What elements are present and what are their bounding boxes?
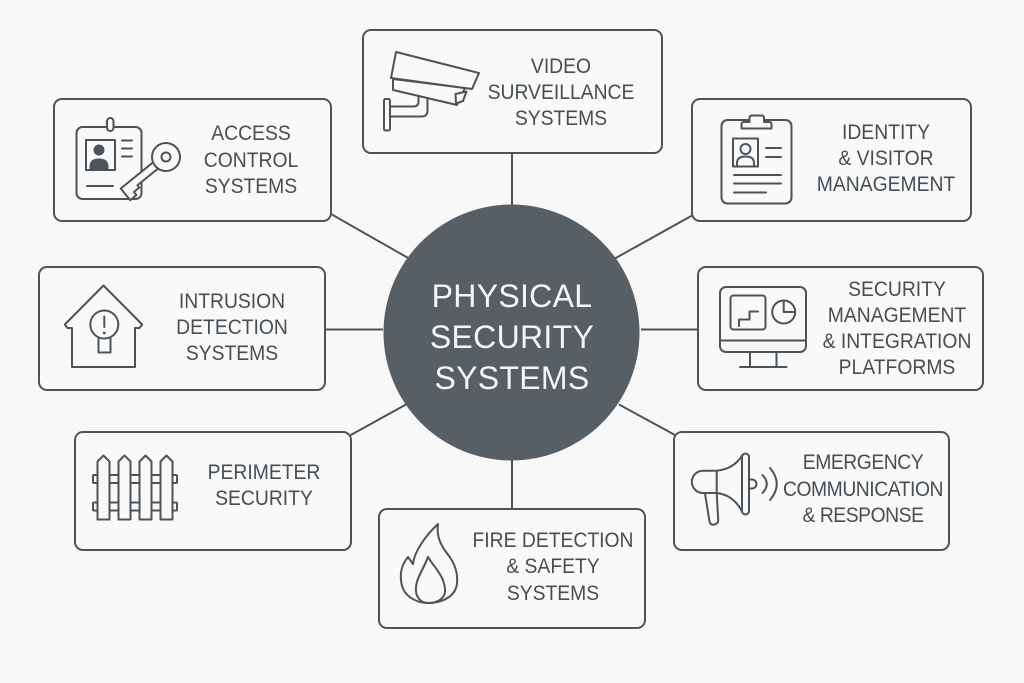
fence-rail-top — [92, 474, 178, 484]
node-perimeter-security: PERIMETER SECURITY — [74, 431, 352, 551]
node-label: IDENTITY & VISITOR MANAGEMENT — [799, 120, 974, 199]
node-video-surveillance: VIDEO SURVEILLANCE SYSTEMS — [362, 29, 663, 154]
node-label-line: COMMUNICATION — [782, 477, 944, 501]
key-blade — [119, 157, 164, 202]
id-photo-frame — [732, 137, 759, 168]
node-label-line: ACCESS — [211, 122, 291, 146]
node-label-line: SECURITY — [215, 487, 313, 511]
step-chart-line — [738, 310, 759, 327]
node-label-line: MANAGEMENT — [816, 173, 956, 197]
fence-rail-bottom — [92, 501, 178, 512]
camera-housing — [390, 51, 480, 90]
node-label: INTRUSION DETECTION SYSTEMS — [145, 289, 320, 368]
node-label: EMERGENCY COMMUNICATION & RESPONSE — [776, 450, 951, 529]
node-label: SECURITY MANAGEMENT & INTEGRATION PLATFO… — [810, 277, 985, 382]
id-text-lines — [733, 147, 782, 194]
badge-photo-shoulders — [89, 158, 109, 170]
house-alarm-icon — [63, 284, 144, 368]
node-security-management-integration: SECURITY MANAGEMENT & INTEGRATION PLATFO… — [697, 266, 984, 391]
camera-wall-plate — [383, 98, 391, 132]
fence-picket — [96, 454, 111, 521]
connector-identity-visitor-management — [613, 214, 694, 260]
id-photo-head — [739, 143, 752, 155]
fence-picket — [117, 454, 132, 521]
node-label-line: SYSTEMS — [185, 342, 279, 366]
alarm-bulb-base — [97, 336, 112, 354]
badge-text-lines — [86, 139, 133, 187]
hub-circle — [383, 204, 640, 461]
node-label-line: SYSTEMS — [204, 174, 298, 198]
chart-window — [729, 294, 767, 331]
connector-emergency-communication — [618, 403, 676, 436]
node-label-line: PLATFORMS — [838, 356, 956, 380]
house-outline — [63, 284, 144, 368]
hub-title-line: SYSTEMS — [434, 359, 590, 396]
node-label-line: & INTEGRATION — [822, 330, 972, 354]
megaphone-nub — [748, 478, 758, 490]
node-label-line: IDENTITY — [841, 120, 931, 144]
cctv-camera-icon — [383, 51, 480, 132]
megaphone-back — [690, 469, 718, 494]
node-identity-visitor-management: IDENTITY & VISITOR MANAGEMENT — [691, 98, 972, 222]
monitor-stand — [739, 351, 788, 368]
badge-clip — [106, 117, 115, 132]
fence-icon — [92, 454, 178, 521]
clipboard-id-icon — [720, 114, 793, 205]
megaphone-handle — [704, 492, 720, 526]
node-label-line: VIDEO — [530, 54, 592, 78]
sound-wave-inner — [761, 474, 768, 494]
node-label-line: & RESPONSE — [802, 503, 924, 527]
node-label-line: SECURITY — [848, 277, 946, 301]
node-label: VIDEO SURVEILLANCE SYSTEMS — [474, 54, 649, 133]
node-label-line: & SAFETY — [506, 555, 600, 579]
node-fire-detection-safety: FIRE DETECTION & SAFETY SYSTEMS — [378, 508, 646, 629]
node-label-line: PERIMETER — [207, 461, 321, 485]
key-bow — [151, 142, 181, 172]
node-access-control: ACCESS CONTROL SYSTEMS — [53, 98, 332, 222]
monitor-dashboard-icon — [719, 286, 807, 368]
id-photo-shoulders — [736, 155, 755, 168]
id-badge-key-icon — [75, 117, 181, 202]
megaphone-horn — [715, 454, 744, 514]
node-label-line: CONTROL — [203, 148, 299, 172]
node-label-line: INTRUSION — [178, 289, 286, 313]
flame-inner — [414, 556, 447, 604]
node-label-line: FIRE DETECTION — [472, 529, 634, 553]
node-intrusion-detection: INTRUSION DETECTION SYSTEMS — [38, 266, 326, 391]
megaphone-icon — [690, 452, 778, 526]
hub-title-line: PHYSICAL — [431, 277, 593, 314]
node-label-line: DETECTION — [176, 316, 288, 340]
flame-outer — [399, 523, 459, 604]
megaphone-mouth — [741, 452, 750, 516]
node-label-line: EMERGENCY — [802, 451, 924, 475]
key-hole — [160, 151, 172, 163]
node-label-line: MANAGEMENT — [827, 303, 967, 327]
hub-title-line: SECURITY — [429, 318, 595, 355]
node-emergency-communication: EMERGENCY COMMUNICATION & RESPONSE — [673, 431, 950, 551]
camera-mount-arm — [389, 95, 429, 118]
camera-lens — [454, 90, 468, 105]
monitor-screen — [719, 286, 807, 353]
hub-title: PHYSICAL SECURITY SYSTEMS — [381, 276, 643, 399]
connector-perimeter-security — [348, 403, 407, 437]
node-label-line: SURVEILLANCE — [487, 81, 635, 105]
clipboard-clip — [740, 114, 773, 130]
key-shape — [119, 142, 181, 202]
fence-picket — [138, 454, 153, 521]
badge-photo-head — [93, 144, 105, 156]
node-label-line: SYSTEMS — [514, 107, 608, 131]
sound-wave-outer — [769, 467, 778, 501]
fence-picket — [159, 454, 174, 521]
node-label: FIRE DETECTION & SAFETY SYSTEMS — [466, 528, 641, 607]
node-label: ACCESS CONTROL SYSTEMS — [164, 121, 339, 200]
node-label-line: SYSTEMS — [506, 581, 600, 605]
pie-chart-slice — [782, 299, 797, 313]
connector-access-control — [330, 213, 410, 260]
flame-icon — [399, 523, 459, 604]
exclamation-dot — [102, 331, 106, 335]
node-label-line: & VISITOR — [838, 147, 934, 171]
node-label: PERIMETER SECURITY — [177, 460, 352, 513]
